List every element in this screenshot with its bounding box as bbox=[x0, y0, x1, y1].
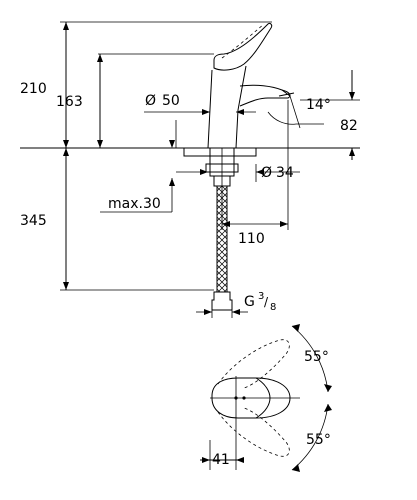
dimension-labels: 210 163 Ø 50 14° 82 Ø 34 max.30 110 345 … bbox=[20, 81, 358, 468]
deck-plate bbox=[183, 147, 257, 157]
mounting-nut bbox=[205, 163, 239, 173]
lever-handle bbox=[213, 22, 273, 71]
dim-thread-prefix: G bbox=[244, 294, 255, 310]
dim-hole-diameter-symbol: Ø bbox=[261, 165, 272, 181]
dim-outlet-height: 82 bbox=[340, 118, 358, 134]
faucet-body bbox=[207, 65, 247, 149]
dimension-lines bbox=[63, 22, 355, 315]
dim-lever-angle-back: 55° bbox=[304, 349, 329, 365]
dim-body-diameter-symbol: Ø bbox=[145, 93, 156, 109]
dim-thread-slash: / bbox=[264, 295, 269, 309]
dim-thread-den: 8 bbox=[270, 302, 276, 313]
dim-total-height: 210 bbox=[20, 81, 47, 97]
hose-connector bbox=[211, 291, 233, 311]
faucet-spout bbox=[239, 84, 291, 107]
dim-max-thickness: max.30 bbox=[108, 196, 161, 212]
faucet-side-view bbox=[20, 22, 360, 311]
faucet-top-view bbox=[200, 324, 332, 472]
dim-lever-offset: 41 bbox=[212, 452, 230, 468]
dim-spout-angle: 14° bbox=[306, 97, 331, 113]
lever-swing-back bbox=[217, 339, 290, 389]
dim-lever-angle-front: 55° bbox=[306, 432, 331, 448]
lever-swing-front bbox=[217, 407, 290, 457]
dim-spout-height: 163 bbox=[56, 94, 83, 110]
dim-spout-reach: 110 bbox=[238, 231, 265, 247]
aerator bbox=[278, 89, 295, 97]
dim-body-diameter: 50 bbox=[162, 93, 180, 109]
dim-hole-diameter: 34 bbox=[276, 165, 294, 181]
dim-thread-num: 3 bbox=[258, 291, 264, 302]
dim-hose-length: 345 bbox=[20, 213, 47, 229]
lever-handle-ghost bbox=[221, 23, 265, 59]
